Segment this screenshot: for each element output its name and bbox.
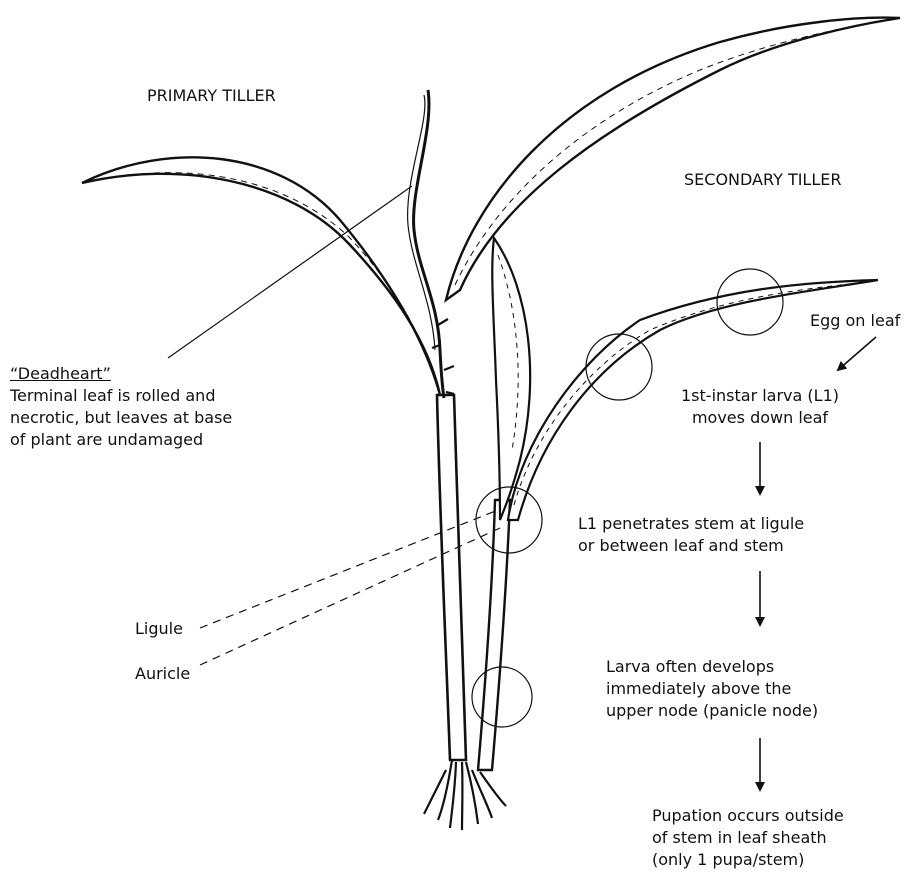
step-larva-l1: 1st-instar larva (L1) moves down leaf (660, 385, 860, 429)
primary-stem (437, 395, 466, 760)
primary-left-leaf (82, 157, 440, 395)
deadheart-rolled-leaf-edge (408, 95, 435, 350)
auricle-label: Auricle (135, 663, 190, 685)
node-site-circle (472, 667, 532, 727)
step-line: moves down leaf (660, 407, 860, 429)
step-egg-on-leaf: Egg on leaf (810, 310, 900, 332)
step-develops: Larva often develops immediately above t… (606, 656, 818, 722)
ligule-label: Ligule (135, 618, 183, 640)
step-line: 1st-instar larva (L1) (660, 385, 860, 407)
step-line: upper node (panicle node) (606, 700, 818, 722)
deadheart-rolled-leaf (414, 90, 444, 398)
step-pupation: Pupation occurs outside of stem in leaf … (652, 805, 844, 871)
deadheart-desc-line: necrotic, but leaves at base (10, 407, 232, 429)
step-line: L1 penetrates stem at ligule (578, 513, 804, 535)
deadheart-title: “Deadheart” (10, 363, 232, 385)
deadheart-desc-line: of plant are undamaged (10, 429, 232, 451)
step-penetrates: L1 penetrates stem at ligule or between … (578, 513, 804, 557)
step-line: Larva often develops (606, 656, 818, 678)
primary-tiller-label: PRIMARY TILLER (147, 85, 276, 107)
arrow-egg-to-larva (838, 337, 876, 370)
step-line: immediately above the (606, 678, 818, 700)
step-line: Pupation occurs outside (652, 805, 844, 827)
step-line: of stem in leaf sheath (652, 827, 844, 849)
deadheart-desc-line: Terminal leaf is rolled and (10, 385, 232, 407)
step-line: or between leaf and stem (578, 535, 804, 557)
secondary-tiller-label: SECONDARY TILLER (684, 169, 841, 191)
step-line: (only 1 pupa/stem) (652, 849, 844, 871)
deadheart-annotation: “Deadheart” Terminal leaf is rolled and … (10, 363, 232, 451)
roots (424, 760, 506, 830)
primary-right-leaf (446, 18, 900, 300)
